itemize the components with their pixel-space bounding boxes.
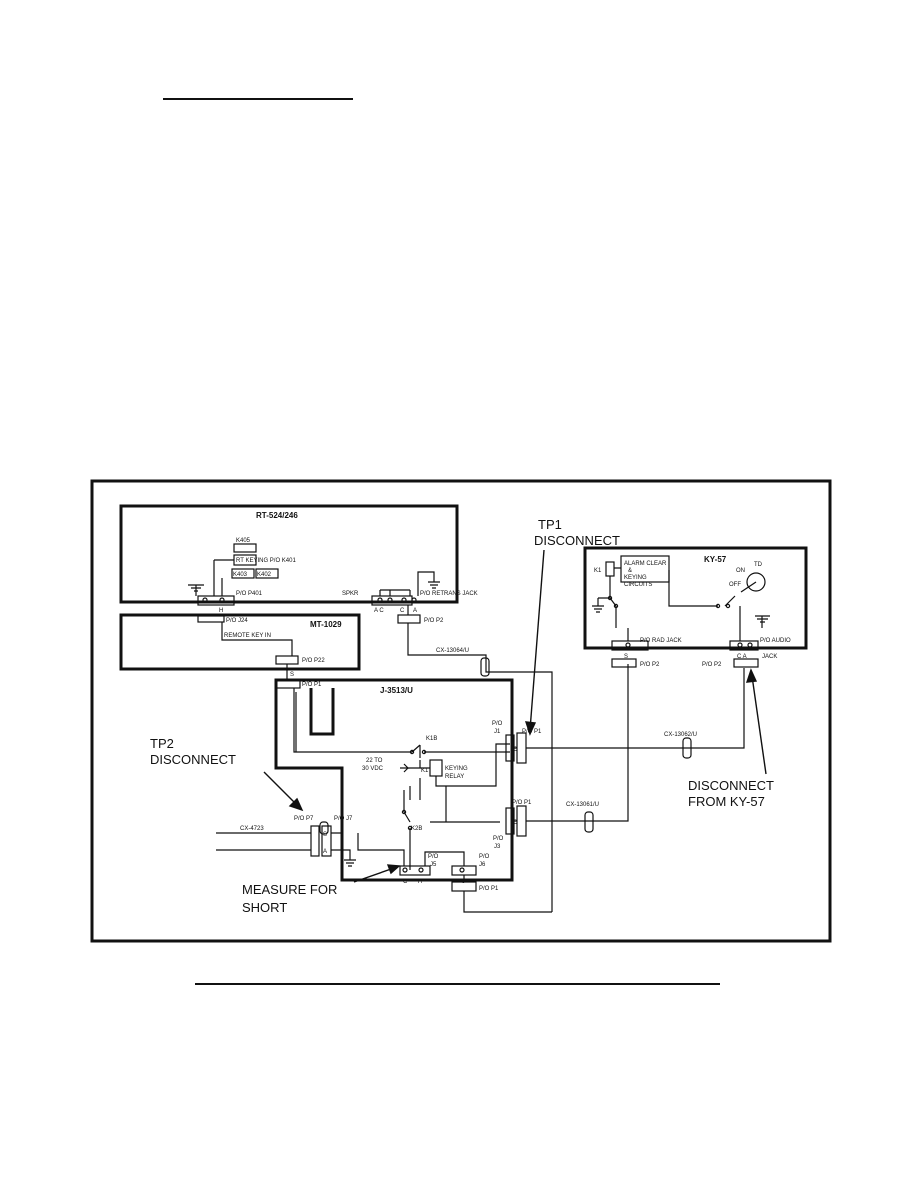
label-k402: K402 [257,572,272,578]
mt-unit-box [119,613,361,671]
label-po-j3-a: P/O [493,836,504,842]
label-amp: & [628,568,632,574]
label-vdc-1: 22 TO [366,758,383,764]
label-j7: P/O J7 [334,816,353,822]
figure-frame [90,479,832,943]
label-cx13064: CX-13064/U [436,648,469,654]
label-spkr: SPKR [342,591,359,597]
label-rt-keying: RT KEYING P/O K401 [236,558,296,564]
caption-bottom-rule [195,983,720,985]
junction-box-body [274,678,514,882]
label-p401: P/O P401 [236,591,263,597]
label-s-j7: S [323,832,327,838]
label-p22: P/O P22 [302,658,325,664]
junction-unit-title: J-3513/U [380,686,413,695]
label-circuits: CIRCUITS [624,582,652,588]
label-cx13062: CX-13062/U [664,732,697,738]
label-cx13061: CX-13061/U [566,802,599,808]
label-a-j7: A [323,849,327,855]
rt-unit-box [119,504,459,604]
callout-ky-disc-line2: FROM KY-57 [688,794,765,809]
label-audio-jack-b: JACK [762,654,777,660]
label-alarm-clear: ALARM CLEAR [624,561,667,567]
label-ky-k1: K1 [594,568,602,574]
label-ac: A C [374,608,384,614]
label-keying: KEYING [445,766,468,772]
callout-ky-disc-line1: DISCONNECT [688,778,774,793]
label-k2b: K2B [411,826,422,832]
label-p1-j3: P/O P1 [512,800,532,806]
label-rad-jack: P/O RAD JACK [640,638,682,644]
label-td: TD [754,562,763,568]
callout-tp1-line2: DISCONNECT [534,533,620,548]
label-p7: P/O P7 [294,816,314,822]
label-po-j6-a: P/O [479,854,490,860]
label-j-j6: J [462,879,465,885]
label-po-j6-b: J6 [479,862,486,868]
label-audio-jack-a: P/O AUDIO [760,638,791,644]
label-p1-top: P/O P1 [302,682,322,688]
label-remote-key-in: REMOTE KEY IN [224,633,271,639]
label-retrans-jack: P/O RETRANS JACK [420,591,478,597]
label-k1b: K1B [426,736,437,742]
rt-unit-title: RT-524/246 [256,511,298,520]
callout-tp2-line1: TP2 [150,736,174,751]
label-vdc-2: 30 VDC [362,766,384,772]
callout-measure-line2: SHORT [242,900,287,915]
label-keying-ky: KEYING [624,575,647,581]
label-c-j1: C [513,747,518,753]
label-ca-ky: C A [737,654,747,660]
label-p1-j1: P/O P1 [522,729,542,735]
junction-notch [309,688,335,736]
label-a1: A [413,608,417,614]
ky-unit-box [583,546,808,650]
label-po-j1-b: J1 [494,729,501,735]
label-p2-rt: P/O P2 [424,618,444,624]
label-p1-j6: P/O P1 [479,886,499,892]
label-k403: K403 [233,572,248,578]
label-po-j5-b: J5 [430,862,437,868]
label-k1: K1 [421,768,429,774]
caption-top-rule [163,98,353,100]
label-p2-audio: P/O P2 [702,662,722,668]
mt-unit-title: MT-1029 [310,620,342,629]
label-s-ky: S [624,654,628,660]
label-c1: C [400,608,405,614]
label-h: H [219,608,223,614]
label-a-j5: A [418,879,422,885]
label-s1: S [290,672,294,678]
label-off: OFF [729,582,741,588]
label-po-j3-b: J3 [494,844,501,850]
label-c-j3: C [513,820,518,826]
label-j24: P/O J24 [226,618,248,624]
callout-tp1-line1: TP1 [538,517,562,532]
label-relay: RELAY [445,774,464,780]
label-c-j5: C [403,879,408,885]
callout-tp2-line2: DISCONNECT [150,752,236,767]
label-on: ON [736,568,745,574]
label-p2-rad: P/O P2 [640,662,660,668]
label-cx4723: CX-4723 [240,826,264,832]
label-po-j5-a: P/O [428,854,439,860]
label-k405: K405 [236,538,251,544]
label-po-j1-a: P/O [492,721,503,727]
callout-measure-line1: MEASURE FOR [242,882,337,897]
ky-unit-title: KY-57 [704,555,727,564]
